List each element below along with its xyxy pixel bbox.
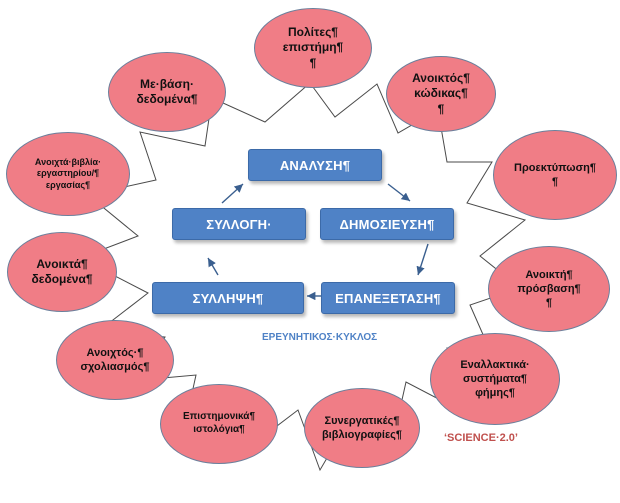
cycle-step-review: ΕΠΑΝΕΞΕΤΑΣΗ¶ [321,282,455,314]
ellipse-open-notebooks: Ανοιχτά·βιβλία· εργαστηρίου/¶ εργασίας¶ [6,132,130,216]
ellipse-label: Επιστημονικά¶ ιστολόγια¶ [182,411,256,435]
cycle-step-collection: ΣΥΛΛΟΓΗ· [172,208,306,240]
arrow-conception-to-collection [207,257,219,276]
ellipse-label: Προεκτύπωση¶ ¶ [514,161,596,188]
cycle-step-label: ΑΝΑΛΥΣΗ¶ [279,157,351,173]
cycle-step-label: ΕΠΑΝΕΞΕΤΑΣΗ¶ [335,290,441,306]
ellipse-data-based: Με·βάση· δεδομένα¶ [108,52,226,132]
arrow-analysis-to-publication [387,183,411,202]
ellipse-label: Με·βάση· δεδομένα¶ [136,76,198,106]
ellipse-science-blogs: Επιστημονικά¶ ιστολόγια¶ [160,384,278,464]
ellipse-collaborative-bibliographies: Συνεργατικές¶ βιβλιογραφίες¶ [304,388,420,468]
ellipse-open-commenting: Ανοιχτός·¶ σχολιασμός¶ [56,320,174,400]
cycle-step-label: ΔΗΜΟΣΙΕΥΣΗ¶ [339,216,435,232]
ellipse-open-data: Ανοικτά¶ δεδομένα¶ [7,232,117,312]
ellipse-label: Ανοικτός¶ κώδικας¶ ¶ [412,70,470,116]
ellipse-label: Συνεργατικές¶ βιβλιογραφίες¶ [321,414,403,441]
ellipse-label: Ανοικτά¶ δεδομένα¶ [31,256,93,286]
ellipse-label: Ανοικτή¶ πρόσβαση¶ ¶ [517,268,581,310]
cycle-step-conception: ΣΥΛΛΗΨΗ¶ [152,282,304,314]
arrow-publication-to-review [416,243,429,276]
cycle-step-analysis: ΑΝΑΛΥΣΗ¶ [248,149,382,181]
cycle-caption: ΕΡΕΥΝΗΤΙΚΟΣ·ΚΥΚΛΟΣ [262,332,378,343]
ellipse-open-access: Ανοικτή¶ πρόσβαση¶ ¶ [488,246,610,332]
arrow-collection-to-analysis [221,183,244,204]
ellipse-label: Πολίτες¶ επιστήμη¶ ¶ [282,24,344,70]
ellipse-label: Εναλλακτικά· συστήματα¶ φήμης¶ [460,358,530,400]
cycle-step-label: ΣΥΛΛΗΨΗ¶ [192,290,264,306]
cycle-step-publication: ΔΗΜΟΣΙΕΥΣΗ¶ [320,208,454,240]
ellipse-label: Ανοιχτά·βιβλία· εργαστηρίου/¶ εργασίας¶ [34,156,102,190]
ellipse-alternative-reputation: Εναλλακτικά· συστήματα¶ φήμης¶ [430,333,560,425]
ellipse-label: Ανοιχτός·¶ σχολιασμός¶ [80,346,150,373]
ellipse-open-code: Ανοικτός¶ κώδικας¶ ¶ [386,56,496,132]
science-2-label: ‘SCIENCE·2.0’ [444,432,518,444]
cycle-step-label: ΣΥΛΛΟΓΗ· [206,216,272,232]
ellipse-preprint: Προεκτύπωση¶ ¶ [493,130,617,220]
ellipse-citizens-science: Πολίτες¶ επιστήμη¶ ¶ [254,8,372,88]
